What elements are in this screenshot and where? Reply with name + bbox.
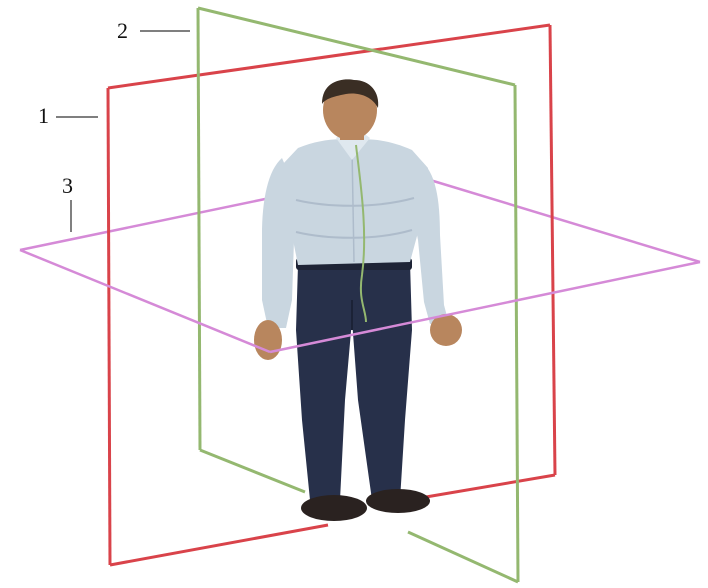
label-1: 1 — [38, 103, 98, 128]
human-figure-icon — [254, 79, 462, 521]
label-2-text: 2 — [117, 18, 128, 43]
label-3: 3 — [62, 173, 73, 232]
label-1-text: 1 — [38, 103, 49, 128]
label-2: 2 — [117, 18, 190, 43]
label-3-text: 3 — [62, 173, 73, 198]
